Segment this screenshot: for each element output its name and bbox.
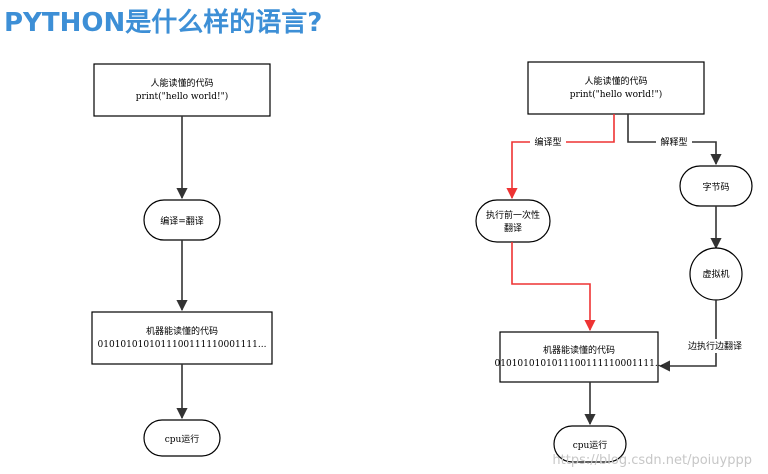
right-exec-once-line1: 执行前一次性	[486, 209, 540, 221]
right-source-code-line2: print("hello world!")	[570, 89, 663, 100]
right-vm-to-machine-arrow	[658, 300, 717, 372]
left-compile-label: 编译=翻译	[160, 215, 204, 227]
left-cpu-label: cpu运行	[165, 433, 200, 445]
left-source-code-line1: 人能读懂的代码	[150, 77, 213, 89]
right-machine-code-box	[499, 331, 659, 383]
right-cpu-node	[553, 425, 627, 463]
page-title: PYTHON是什么样的语言?	[4, 8, 323, 38]
right-cpu-label: cpu运行	[573, 439, 608, 451]
right-bytecode-label: 字节码	[702, 181, 729, 193]
right-exec-once-node	[475, 199, 551, 243]
left-flow: 人能读懂的代码 print("hello world!") 编译=翻译 机器能读…	[91, 63, 273, 457]
right-exec-translate-label: 边执行边翻译	[688, 340, 742, 352]
right-vm-label: 虚拟机	[702, 268, 729, 280]
left-machine-code-box	[91, 311, 273, 365]
right-machine-code-line2: 0101010101011100111110001111...	[495, 359, 664, 369]
right-compile-edge-label: 编译型	[534, 136, 561, 148]
left-cpu-node	[143, 419, 221, 457]
left-source-code-box	[93, 63, 271, 117]
right-interpret-label-bg	[656, 135, 692, 149]
right-interpret-edge-label: 解释型	[660, 136, 687, 148]
right-compile-label-bg	[530, 135, 566, 149]
left-source-code-line2: print("hello world!")	[136, 91, 229, 102]
right-machine-code-line1: 机器能读懂的代码	[543, 344, 615, 356]
left-machine-code-line2: 0101010101011100111110001111...	[98, 340, 267, 350]
right-source-code-line1: 人能读懂的代码	[584, 75, 647, 87]
right-exec-once-line2: 翻译	[504, 223, 522, 234]
right-source-code-box	[527, 61, 705, 115]
right-exec-translate-label-bg	[682, 339, 748, 353]
right-flow: 人能读懂的代码 print("hello world!") 编译型 解释型 执行…	[475, 61, 753, 463]
right-compile-arrow	[506, 114, 615, 200]
left-machine-code-line1: 机器能读懂的代码	[146, 325, 218, 337]
right-compile-to-machine-arrow	[511, 242, 596, 332]
watermark-text: https://blog.csdn.net/poiuyppp	[552, 453, 752, 468]
